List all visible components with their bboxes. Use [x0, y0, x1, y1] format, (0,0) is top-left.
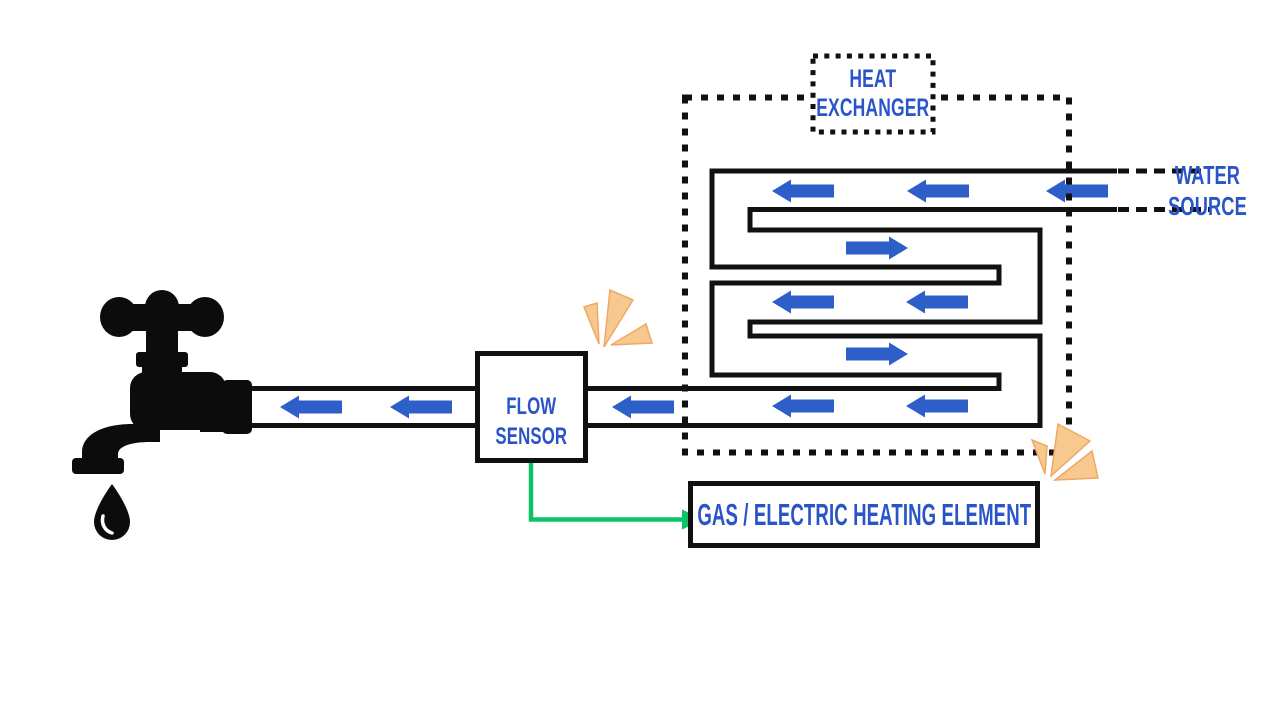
- spark-burst-icon: [582, 288, 654, 348]
- flow-arrow-left-icon: [612, 395, 674, 419]
- flow-arrow-left-icon: [390, 395, 452, 419]
- heating-element-box: GAS / ELECTRIC HEATING ELEMENT: [688, 481, 1040, 548]
- water-source-label: WATER SOURCE: [1135, 160, 1280, 221]
- flow-arrow-left-icon: [772, 394, 834, 418]
- flow-arrow-left-icon: [772, 179, 834, 203]
- flow-arrow-left-icon: [280, 395, 342, 419]
- heating-element-label: GAS / ELECTRIC HEATING ELEMENT: [697, 496, 1031, 532]
- flow-sensor-label: FLOW SENSOR: [495, 393, 568, 450]
- flow-arrow-left-icon: [1046, 179, 1108, 203]
- flow-arrow-left-icon: [906, 394, 968, 418]
- flow-sensor-box: FLOW SENSOR: [475, 351, 588, 463]
- pipe-coupler: [222, 380, 252, 434]
- water-drop-icon: [94, 484, 130, 540]
- heat-exchanger-dotted-boundary: [682, 94, 1072, 456]
- flow-arrow-left-icon: [906, 290, 968, 314]
- heat-exchanger-label-box: [810, 53, 936, 135]
- spark-bursts: [582, 288, 1099, 481]
- heat-exchanger-label: HEAT EXCHANGER: [813, 56, 933, 132]
- spark-burst-icon: [1030, 422, 1099, 481]
- flow-arrows: [280, 179, 1108, 419]
- water-source-label-text: WATER SOURCE: [1168, 160, 1247, 221]
- coil-wall-inner: [588, 207, 1117, 428]
- flow-arrow-right-icon: [846, 342, 908, 366]
- faucet-icon: [72, 290, 252, 540]
- heat-exchanger-label-text: HEAT EXCHANGER: [816, 65, 930, 122]
- heat-exchanger-coil: [248, 168, 1210, 428]
- coil-wall-outer: [588, 168, 1117, 391]
- flow-arrow-left-icon: [907, 179, 969, 203]
- flow-arrow-right-icon: [846, 236, 908, 260]
- flow-arrow-left-icon: [772, 290, 834, 314]
- signal-line: [528, 461, 684, 522]
